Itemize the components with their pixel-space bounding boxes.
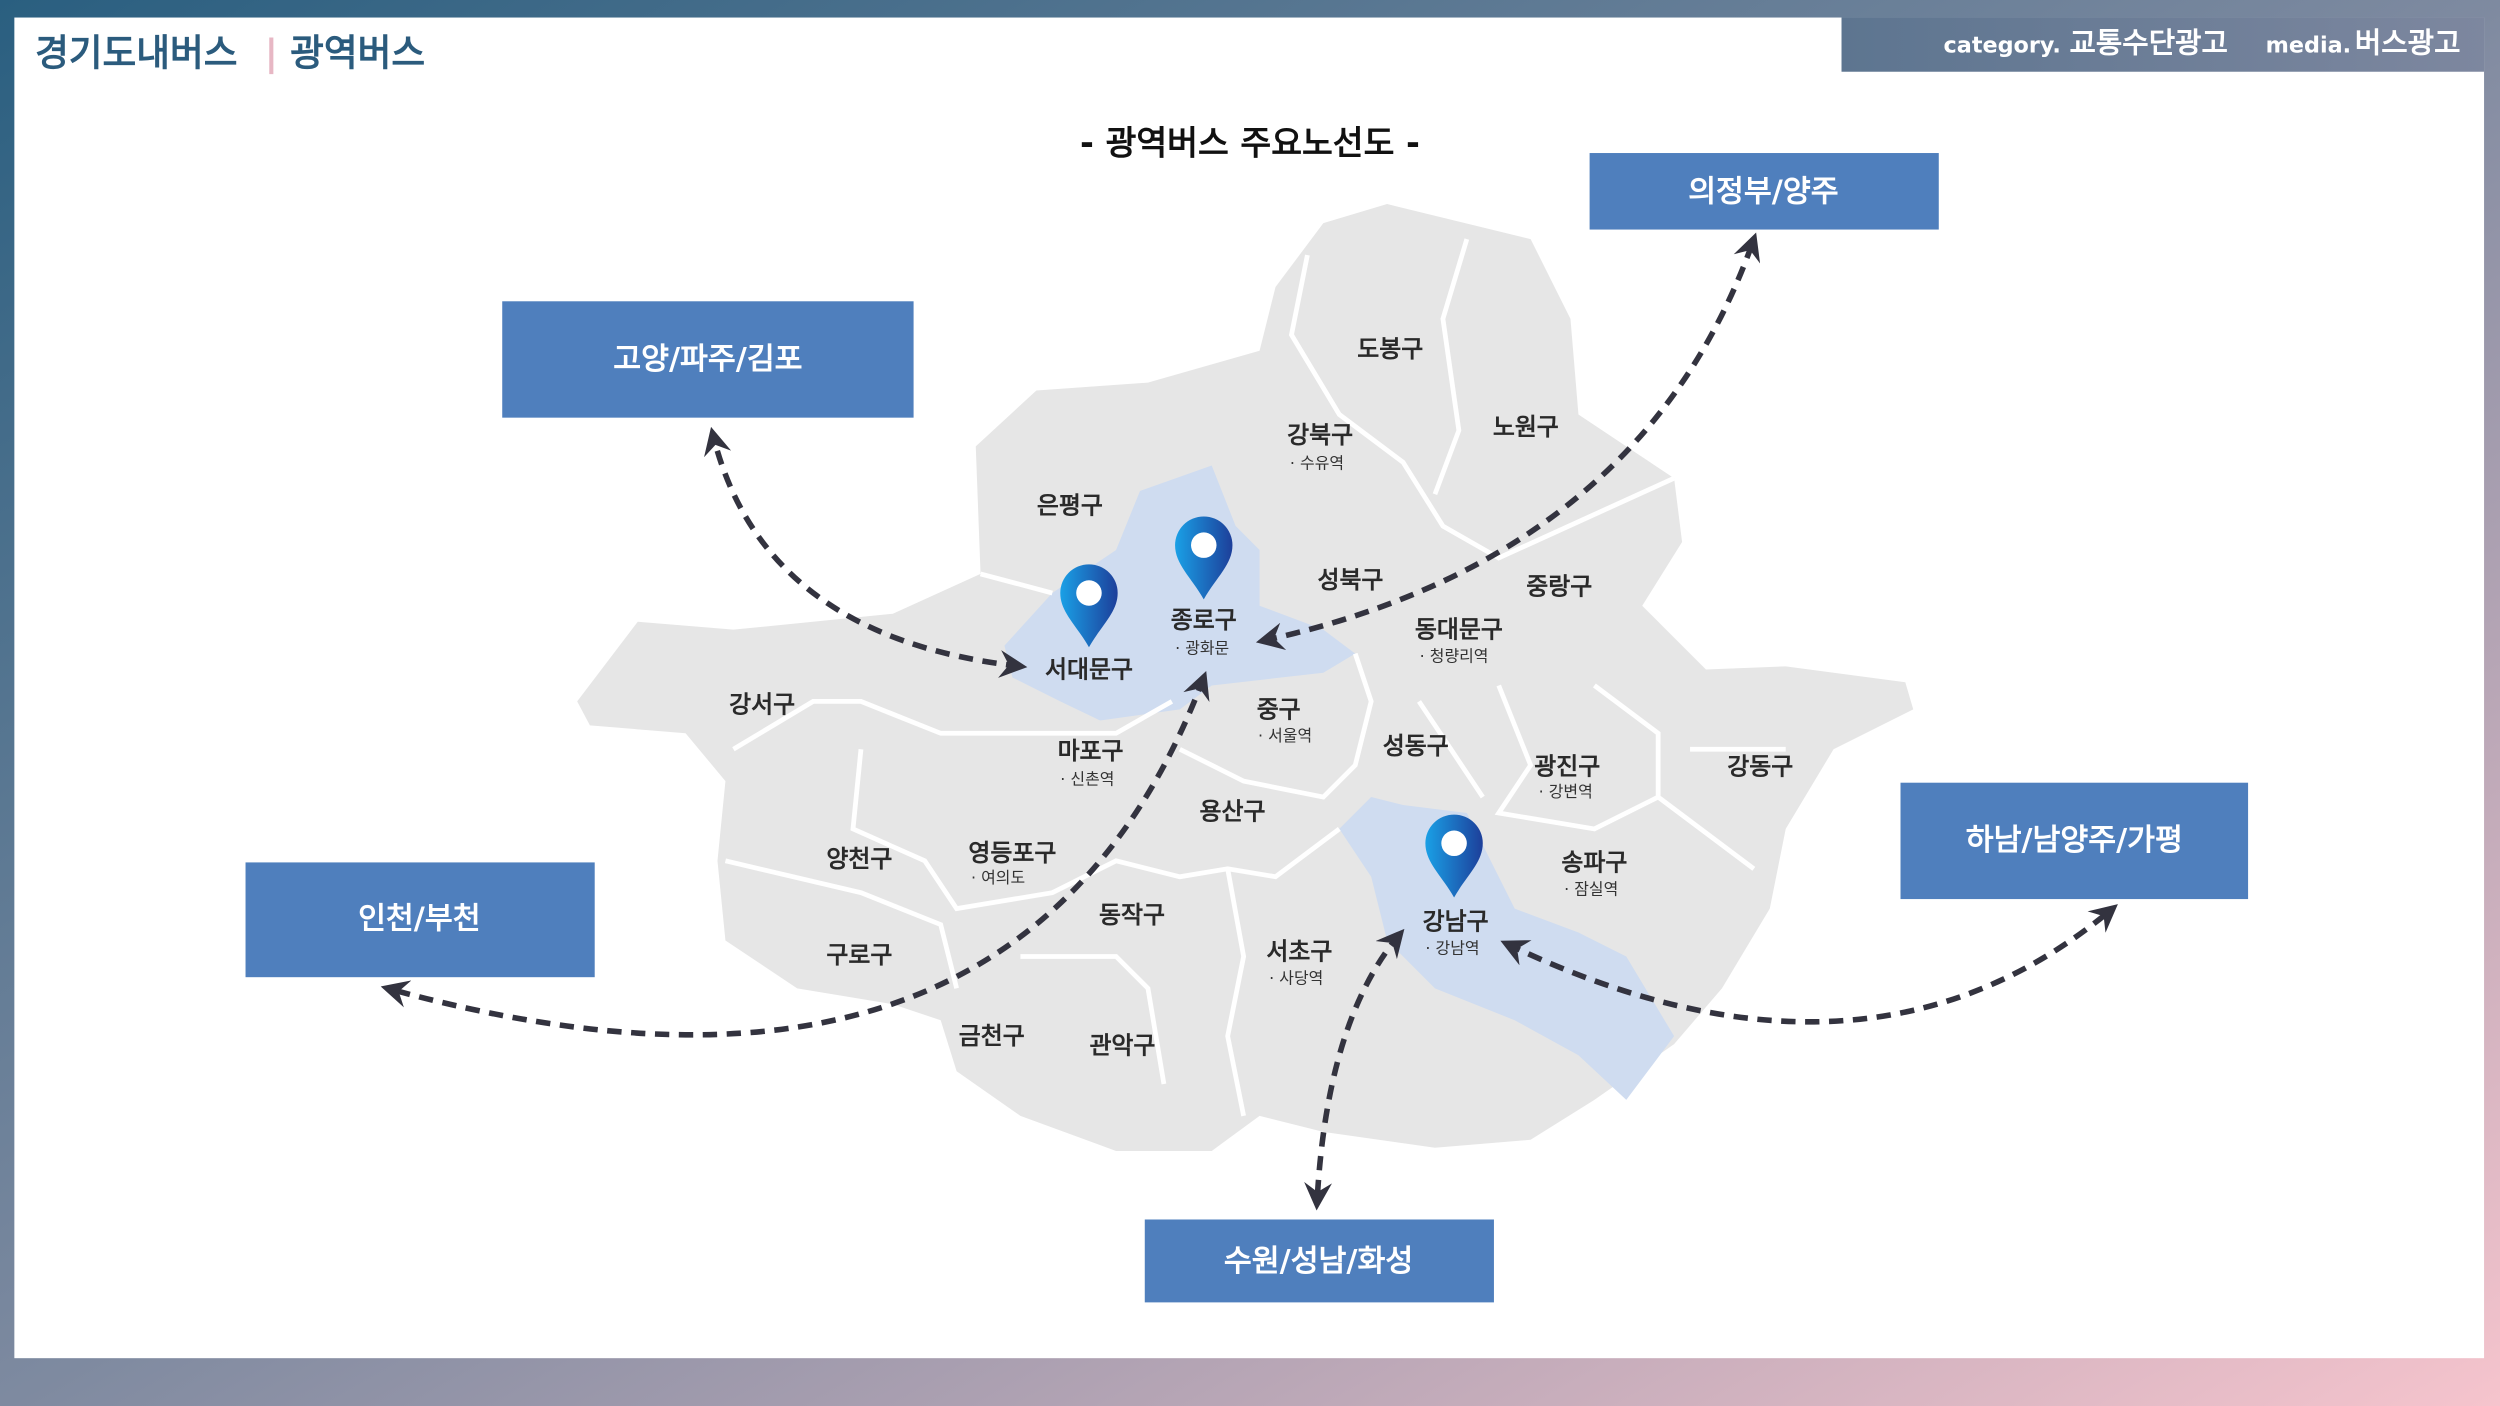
district-label: 은평구 [1037,491,1103,519]
category-value: 교통수단광고 [2070,26,2228,60]
station-label: · 서울역 [1258,726,1312,745]
station-label: · 여의도 [971,868,1025,887]
station-label: · 신촌역 [1060,769,1114,788]
title-separator: | [265,31,278,75]
district-label: 도봉구 [1357,335,1423,363]
route-hanam [1500,904,2118,1025]
district-label: 종로구 [1171,606,1237,634]
destination-incheon[interactable]: 인천/부천 [245,862,595,978]
district-label: 영등포구 [968,839,1056,867]
station-label: · 청량리역 [1420,647,1489,666]
category-box [1841,17,2485,72]
district-label: 용산구 [1199,797,1265,825]
location-pin-icon [1175,516,1233,600]
district-label: 마포구 [1058,737,1124,765]
destination-label: 하남/남양주/가평 [1966,823,2183,858]
district-label: 중랑구 [1526,573,1592,601]
station-label: · 사당역 [1269,969,1323,988]
route-incheon [380,670,1210,1038]
destination-label: 인천/부천 [358,901,481,936]
media-value: 버스광고 [2355,26,2461,60]
station-label: · 강변역 [1539,782,1593,801]
district-label: 강남구 [1423,907,1489,935]
district-label: 강동구 [1727,753,1793,781]
district-label: 강서구 [729,691,795,719]
district-label: 강북구 [1287,421,1353,449]
map-title: - 광역버스 주요노선도 - [1080,124,1420,163]
district-label: 동대문구 [1415,616,1503,644]
destination-label: 의정부/양주 [1688,174,1838,209]
destination-hanam[interactable]: 하남/남양주/가평 [1900,782,2249,900]
page-title: 경기도내버스 [35,31,237,74]
destination-goyang[interactable]: 고양/파주/김포 [502,301,914,418]
station-label: · 잠실역 [1564,879,1618,898]
station-label: · 수유역 [1290,454,1344,473]
highlight-seodaemun-jongno [1004,465,1356,721]
location-pin-icon [1060,564,1118,648]
district-label: 광진구 [1534,753,1600,781]
district-label: 구로구 [826,941,892,969]
location-pin-icon [1425,814,1483,898]
media-label: media. [2266,33,2351,59]
district-label: 관악구 [1089,1032,1155,1060]
district-label: 노원구 [1493,413,1559,441]
destination-label: 수원/성남/화성 [1224,1244,1413,1279]
route-uijeongbu [1255,232,1761,650]
route-goyang [704,426,1028,678]
destination-uijeongbu[interactable]: 의정부/양주 [1589,153,1939,230]
district-label: 서초구 [1266,938,1332,966]
category-label: category. [1944,33,2061,59]
route-arrows [380,232,2118,1211]
district-label: 서대문구 [1045,655,1133,683]
route-suwon [1304,928,1405,1211]
district-label: 양천구 [826,845,892,873]
district-label: 송파구 [1561,848,1627,876]
district-label: 성북구 [1317,566,1383,594]
district-label: 성동구 [1383,732,1449,760]
station-label: · 광화문 [1175,639,1229,658]
page-subtitle: 광역버스 [290,31,425,74]
district-label: 중구 [1257,695,1301,723]
district-label: 금천구 [959,1022,1025,1050]
district-label: 동작구 [1099,901,1165,929]
district-labels: 도봉구 강북구 · 수유역 노원구 은평구 성북구 중랑구 종로구 · 광화문 … [729,335,1793,1060]
station-label: · 강남역 [1425,938,1479,957]
destination-label: 고양/파주/김포 [613,342,802,377]
destination-suwon[interactable]: 수원/성남/화성 [1144,1219,1494,1303]
